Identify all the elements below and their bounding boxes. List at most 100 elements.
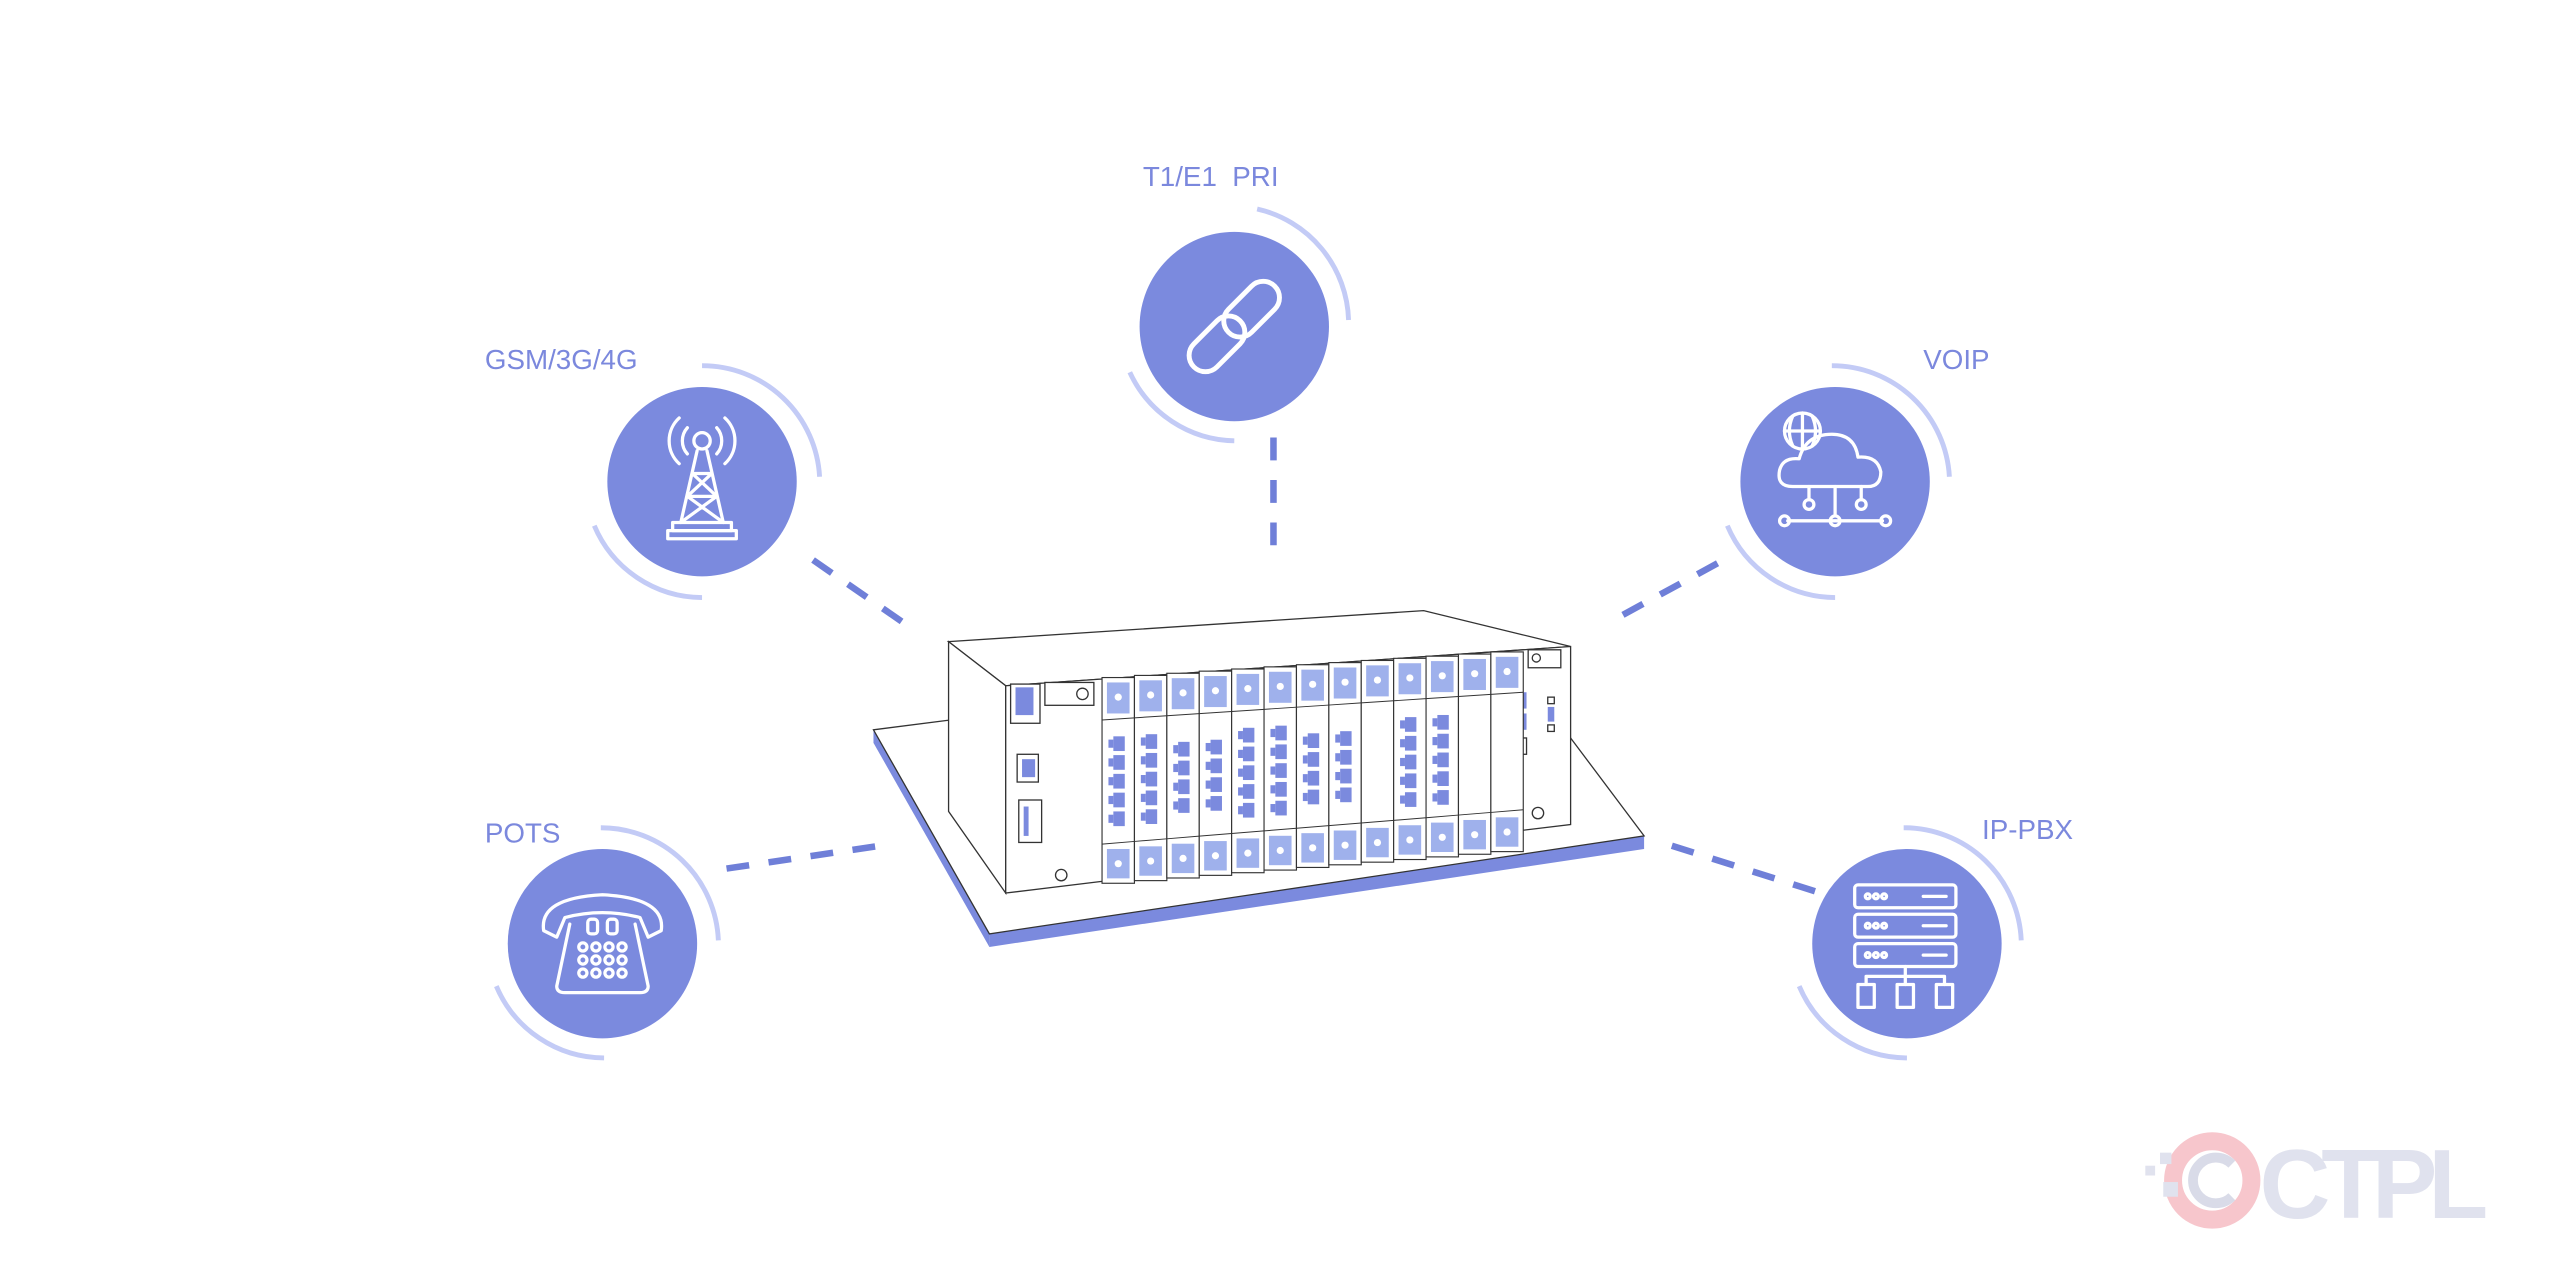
card-divider	[1426, 696, 1459, 700]
rj45-tab	[1205, 780, 1211, 789]
rj45-tab	[1270, 766, 1276, 775]
node-circle	[1740, 386, 1930, 577]
card-divider	[1264, 706, 1297, 710]
console-port-fill	[1022, 759, 1036, 778]
rj45-port	[1275, 744, 1287, 760]
power-switch	[1015, 687, 1034, 716]
base-edge-front	[989, 835, 1645, 947]
rj45-tab	[1140, 775, 1146, 784]
rj45-tab	[1400, 757, 1405, 767]
rj45-tab	[1205, 799, 1211, 808]
rj45-port	[1340, 749, 1352, 765]
rj45-tab	[1238, 806, 1243, 815]
cell-tower-icon	[666, 416, 738, 541]
node-ippbx: IP-PBX	[1796, 814, 2073, 1061]
rj45-tab	[1238, 749, 1243, 758]
rj45-tab	[1432, 793, 1438, 802]
sfp-led	[1503, 828, 1511, 836]
sfp-led	[1309, 680, 1317, 688]
sfp-led	[1244, 685, 1252, 693]
rj45-tab	[1173, 801, 1179, 810]
rj45-port	[1437, 790, 1449, 805]
rj45-tab	[1108, 814, 1114, 823]
rj45-port	[1437, 714, 1449, 730]
rj45-port	[1340, 787, 1352, 803]
gateway-chassis	[872, 609, 1646, 947]
arc-decoration	[600, 825, 721, 941]
node-gsm: GSM/3G/4G	[485, 344, 823, 600]
rj45-port	[1275, 725, 1287, 741]
logo-c	[2188, 1152, 2236, 1209]
rj45-port	[1340, 731, 1352, 746]
rj45-tab	[1173, 763, 1179, 773]
connectors	[726, 437, 1817, 895]
logo-text: CTPL	[2260, 1129, 2489, 1239]
sfp-led	[1211, 687, 1220, 695]
indicator	[1547, 724, 1555, 733]
connector-ippbx	[1670, 842, 1817, 895]
rj45-tab	[1238, 731, 1243, 740]
connector-gsm	[811, 557, 917, 633]
node-label: POTS	[485, 817, 561, 848]
arc-decoration	[702, 363, 823, 477]
rj45-tab	[1270, 785, 1276, 794]
card-divider	[1296, 825, 1329, 829]
sfp-led	[1179, 854, 1187, 862]
line-cards	[1101, 651, 1524, 884]
rj45-tab	[1335, 734, 1341, 743]
rj45-port	[1404, 735, 1417, 751]
rj45-port	[1307, 752, 1320, 767]
rj45-port	[1210, 796, 1222, 811]
node-label: VOIP	[1923, 344, 1989, 375]
rj45-port	[1145, 771, 1158, 787]
rj45-port	[1307, 733, 1320, 749]
logo-pixel	[2160, 1152, 2172, 1165]
sfp-led	[1471, 831, 1479, 839]
logo-ring	[2164, 1132, 2261, 1229]
node-label: IP-PBX	[1982, 814, 2073, 845]
rj45-tab	[1173, 782, 1179, 791]
card-divider	[1231, 830, 1265, 835]
rj45-port	[1307, 770, 1320, 786]
sfp-led	[1147, 691, 1155, 699]
rj45-port	[1404, 717, 1417, 732]
connector-pots	[726, 840, 892, 872]
card-divider	[1264, 827, 1297, 832]
card-divider	[1134, 715, 1167, 719]
node-circle	[1139, 231, 1329, 422]
card-divider	[1361, 700, 1394, 704]
sfp-led	[1147, 857, 1155, 865]
screw	[1531, 653, 1542, 663]
arc-decoration	[1903, 825, 2024, 941]
rj45-tab	[1238, 768, 1243, 777]
node-t1e1: T1/E1 PRI	[1127, 161, 1352, 444]
rj45-port	[1242, 727, 1255, 743]
rj45-port	[1178, 741, 1190, 757]
node-label: GSM/3G/4G	[485, 344, 638, 375]
sfp-led	[1211, 852, 1220, 860]
node-circle	[507, 848, 698, 1039]
rj45-tab	[1238, 787, 1243, 796]
sfp-led	[1179, 689, 1187, 697]
sfp-led	[1438, 672, 1446, 680]
rj45-port	[1210, 777, 1222, 792]
rj45-tab	[1108, 777, 1114, 786]
rj45-tab	[1108, 758, 1114, 767]
rj45-port	[1178, 798, 1190, 813]
card-divider	[1102, 840, 1135, 845]
node-pots: POTS	[485, 817, 721, 1061]
arc-decoration	[1796, 985, 1907, 1061]
rj45-tab	[1302, 755, 1308, 764]
rj45-port	[1242, 746, 1255, 762]
card-divider	[1328, 702, 1362, 706]
node-label: T1/E1 PRI	[1143, 161, 1279, 192]
rj45-tab	[1270, 728, 1276, 738]
card-divider	[1199, 833, 1232, 837]
rj45-tab	[1205, 742, 1211, 752]
card-divider	[1231, 708, 1265, 712]
screw	[1076, 687, 1089, 701]
rj45-port	[1145, 790, 1158, 806]
rj45-tab	[1400, 739, 1405, 748]
sfp-led	[1276, 682, 1284, 691]
rj45-port	[1437, 733, 1449, 749]
